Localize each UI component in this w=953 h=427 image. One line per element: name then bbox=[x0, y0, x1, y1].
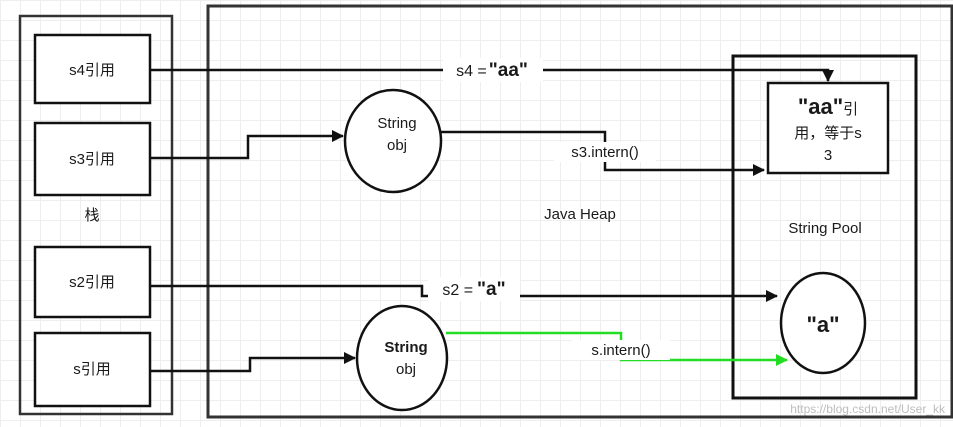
svg-text:s2引用: s2引用 bbox=[69, 274, 115, 291]
svg-text:用，等于s: 用，等于s bbox=[794, 124, 862, 142]
string-object-s: String obj bbox=[355, 304, 449, 412]
svg-text:s3.intern(): s3.intern() bbox=[571, 144, 639, 161]
string-pool-label: String Pool bbox=[788, 220, 861, 237]
stack-frame bbox=[18, 14, 174, 416]
svg-text:obj: obj bbox=[387, 137, 407, 154]
svg-text:String: String bbox=[384, 339, 427, 356]
svg-text:s3引用: s3引用 bbox=[69, 151, 115, 168]
svg-text:obj: obj bbox=[396, 361, 416, 378]
stack-ref-s: s引用 bbox=[33, 331, 152, 408]
stack-ref-s4: s4引用 bbox=[33, 33, 152, 105]
watermark: https://blog.csdn.net/User_kk bbox=[790, 402, 946, 416]
arrow-s2-to-a: s2 ="a" bbox=[150, 277, 778, 302]
svg-text:s4引用: s4引用 bbox=[69, 62, 115, 79]
svg-text:s2 ="a": s2 ="a" bbox=[442, 279, 505, 300]
java-heap-frame bbox=[206, 4, 953, 419]
svg-text:s.intern(): s.intern() bbox=[591, 342, 650, 359]
svg-text:"a": "a" bbox=[806, 312, 839, 337]
pool-entry-a: "a" bbox=[779, 271, 867, 375]
arrow-s-to-string-obj bbox=[150, 352, 356, 373]
arrow-s3-to-string-obj bbox=[150, 130, 344, 160]
arrow-s3-intern: s3.intern() bbox=[441, 130, 765, 176]
svg-text:3: 3 bbox=[824, 147, 832, 164]
svg-text:s引用: s引用 bbox=[73, 361, 111, 378]
svg-text:"aa"引: "aa"引 bbox=[798, 94, 858, 119]
string-pool-frame bbox=[731, 54, 918, 400]
java-heap-label: Java Heap bbox=[544, 206, 616, 223]
string-object-s3: String obj bbox=[343, 88, 443, 194]
stack-label: 栈 bbox=[84, 207, 99, 224]
svg-text:String: String bbox=[377, 115, 416, 132]
arrow-s4-to-aa: s4 ="aa" bbox=[150, 58, 834, 82]
stack-ref-s3: s3引用 bbox=[33, 121, 152, 197]
stack-ref-s2: s2引用 bbox=[33, 245, 152, 319]
arrow-s-intern: s.intern() bbox=[446, 331, 788, 366]
svg-text:s4 ="aa": s4 ="aa" bbox=[456, 60, 528, 81]
pool-entry-aa: "aa"引 用，等于s 3 bbox=[766, 81, 890, 175]
